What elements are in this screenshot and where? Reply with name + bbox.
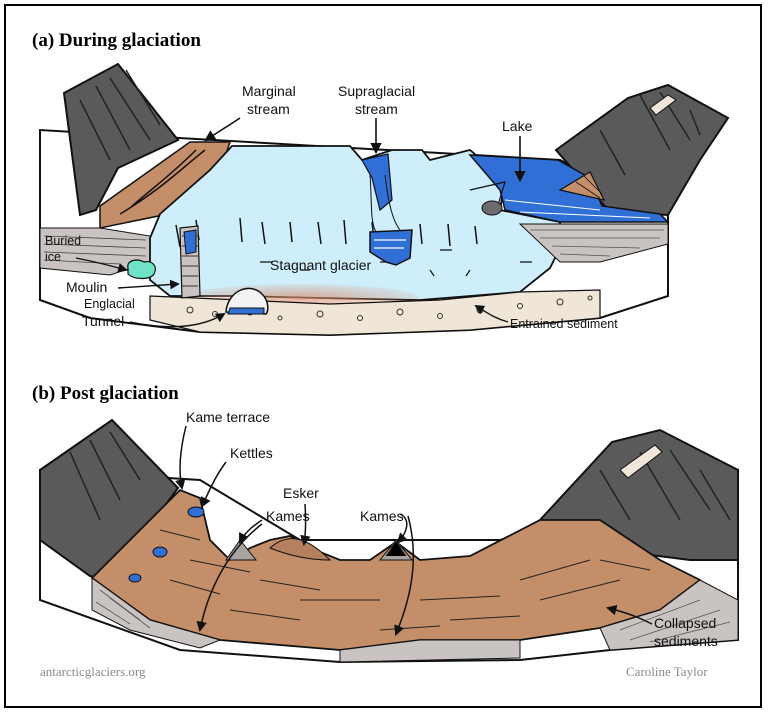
arrow-moulin (117, 279, 180, 290)
buried-ice (127, 259, 156, 280)
label-stagnant-glacier: Stagnant glacier (270, 257, 372, 273)
kame-left (225, 539, 258, 561)
label-marginal-stream-2: stream (247, 101, 290, 117)
arrow-buried-ice (75, 257, 128, 273)
label-lake: Lake (502, 118, 533, 134)
arrow-kame-terrace (175, 425, 187, 491)
left-rock-wall-a (62, 62, 180, 217)
label-supraglacial-1: Supraglacial (338, 83, 415, 99)
panel-a-title: (a) During glaciation (32, 30, 201, 51)
arrow-kames-right-1 (396, 513, 408, 544)
label-kames-left: Kames (266, 508, 310, 524)
panel-b-diagram (39, 418, 739, 664)
label-supraglacial-2: stream (355, 101, 398, 117)
label-kame-terrace: Kame terrace (186, 409, 270, 425)
kettle-2 (152, 546, 168, 558)
panel-a-diagram (39, 62, 730, 337)
label-buried-ice-2: ice (45, 250, 61, 264)
arrow-tunnel (129, 313, 226, 328)
esker-ridge (269, 538, 332, 561)
arrow-kames-left-2 (196, 523, 263, 633)
arrow-entrained-sediment (474, 304, 509, 323)
label-marginal-stream-1: Marginal (242, 83, 296, 99)
label-kames-right: Kames (360, 508, 404, 524)
kettle-1 (187, 506, 205, 518)
arrow-kettles (201, 461, 227, 508)
label-moulin: Moulin (66, 279, 107, 295)
arrow-collapsed-sediments (605, 604, 653, 625)
credit-author: Caroline Taylor (626, 664, 708, 679)
arrow-esker (300, 503, 311, 547)
arrow-kames-right-2 (394, 515, 415, 636)
label-entrained-sediment: Entrained sediment (510, 317, 618, 331)
arrow-kames-left-1 (239, 519, 263, 544)
label-collapsed-1: Collapsed (654, 615, 716, 631)
panel-b-title: (b) Post glaciation (32, 383, 179, 404)
label-englacial: Englacial (84, 297, 135, 311)
label-buried-ice-1: Buried (45, 234, 81, 248)
kettle-3 (128, 573, 142, 583)
label-esker: Esker (283, 485, 319, 501)
arrow-marginal-stream (204, 117, 241, 142)
label-collapsed-2: sediments (654, 633, 718, 649)
credit-source: antarcticglaciers.org (40, 664, 146, 679)
label-tunnel: Tunnel (82, 313, 124, 329)
label-kettles: Kettles (230, 445, 273, 461)
